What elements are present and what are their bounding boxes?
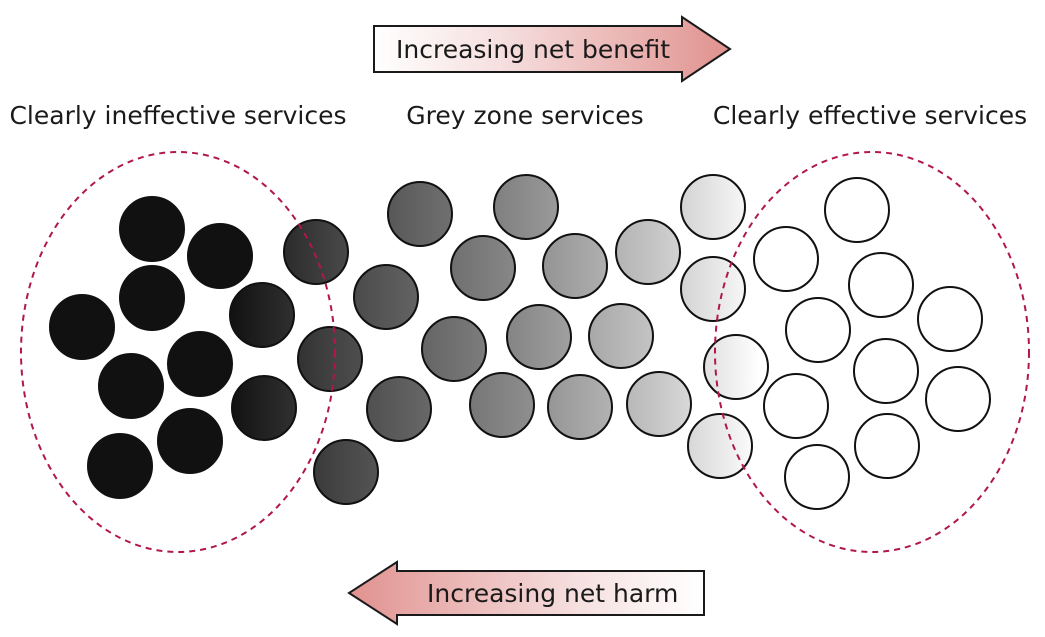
grey-zone-service-circle: [469, 372, 535, 438]
grey-zone-service-circle: [421, 316, 487, 382]
benefit-arrow: Increasing net benefit: [373, 15, 732, 83]
grey-zone-service-circle: [542, 233, 608, 299]
shaded-service-circle: [229, 282, 295, 348]
grey-zone-service-circle: [313, 439, 379, 505]
effective-zone-outline: [714, 151, 1030, 553]
ineffective-service-circle: [119, 265, 185, 331]
shaded-service-circle: [687, 413, 753, 479]
grey-zone-service-circle: [297, 326, 363, 392]
ineffective-service-circle: [167, 331, 233, 397]
effective-service-circle: [854, 413, 920, 479]
grey-zone-service-circle: [626, 371, 692, 437]
effective-service-circle: [917, 286, 983, 352]
shaded-service-circle: [231, 375, 297, 441]
grey-zone-service-circle: [387, 181, 453, 247]
benefit-arrow-label: Increasing net benefit: [396, 35, 670, 64]
effective-service-circle: [848, 252, 914, 318]
ineffective-service-circle: [119, 196, 185, 262]
ineffective-service-circle: [49, 294, 115, 360]
ineffective-service-circle: [87, 433, 153, 499]
service-circles: [49, 174, 991, 510]
grey-zone-service-circle: [547, 374, 613, 440]
grey-zone-group-label: Grey zone services: [406, 101, 643, 130]
grey-zone-service-circle: [450, 235, 516, 301]
ineffective-zone-outline: [20, 151, 336, 553]
harm-arrow: Increasing net harm: [347, 560, 705, 626]
ineffective-service-circle: [157, 408, 223, 474]
effective-service-circle: [763, 373, 829, 439]
benefit-arrow-shape: [373, 15, 732, 83]
grey-zone-service-circle: [588, 303, 654, 369]
effective-service-circle: [753, 226, 819, 292]
grey-zone-service-circle: [283, 219, 349, 285]
effective-group-label: Clearly effective services: [713, 101, 1027, 130]
harm-arrow-label: Increasing net harm: [427, 579, 678, 608]
grey-zone-service-circle: [506, 304, 572, 370]
effective-service-circle: [784, 444, 850, 510]
ineffective-group-label: Clearly ineffective services: [9, 101, 346, 130]
effective-service-circle: [853, 338, 919, 404]
grey-zone-service-circle: [353, 264, 419, 330]
effective-service-circle: [785, 297, 851, 363]
effective-service-circle: [925, 366, 991, 432]
grey-zone-service-circle: [366, 376, 432, 442]
shaded-service-circle: [680, 256, 746, 322]
grey-zone-service-circle: [493, 174, 559, 240]
ineffective-service-circle: [98, 353, 164, 419]
shaded-service-circle: [703, 334, 769, 400]
grey-zone-service-circle: [615, 219, 681, 285]
effective-service-circle: [824, 177, 890, 243]
ineffective-service-circle: [187, 223, 253, 289]
grey-zone-service-circle: [680, 174, 746, 240]
harm-arrow-shape: [347, 560, 705, 626]
